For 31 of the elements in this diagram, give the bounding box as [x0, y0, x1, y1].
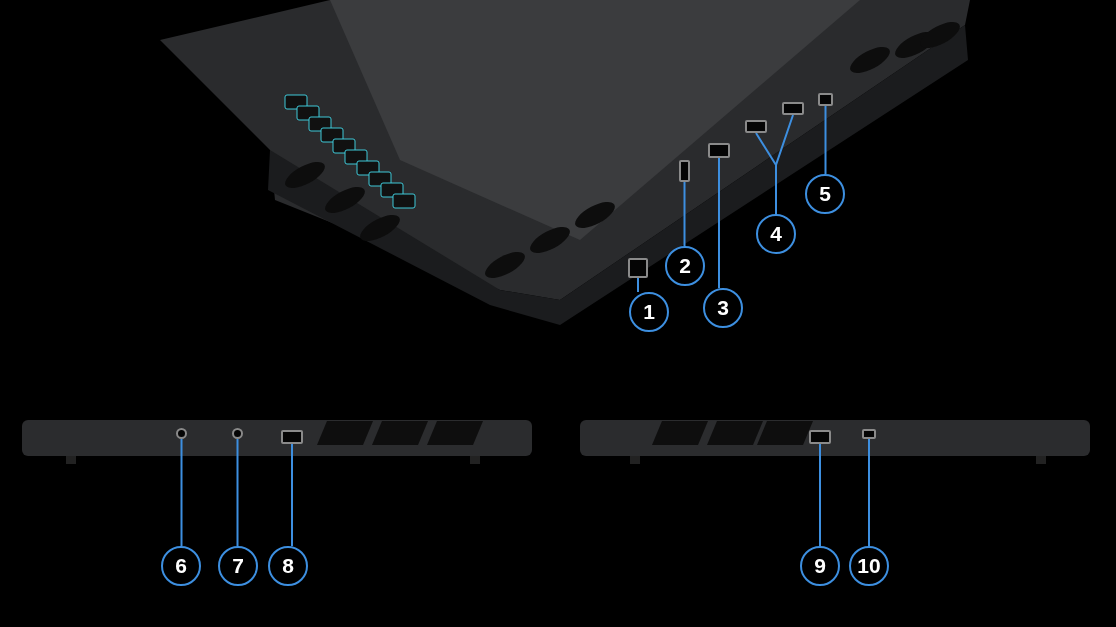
small-port	[232, 428, 243, 439]
leader-line	[236, 438, 239, 547]
usb-c-port	[679, 160, 690, 182]
leader-line	[180, 438, 183, 547]
usb-a-port	[281, 430, 303, 444]
leader-line	[824, 105, 827, 175]
usb-c-port	[862, 429, 876, 439]
usb-a-port	[745, 120, 767, 133]
callout-number: 1	[629, 292, 669, 332]
callout-number: 8	[268, 546, 308, 586]
callout-number: 9	[800, 546, 840, 586]
usb-a-port	[809, 430, 831, 444]
audio-jack	[176, 428, 187, 439]
callout-number: 3	[703, 288, 743, 328]
power-port	[818, 93, 833, 106]
leader-line	[718, 157, 720, 289]
leader-line	[819, 443, 821, 547]
usb-a-port	[782, 102, 804, 115]
leader-line	[683, 181, 686, 247]
callout-number: 2	[665, 246, 705, 286]
callout-number: 10	[849, 546, 889, 586]
callout-number: 5	[805, 174, 845, 214]
callout-number: 4	[756, 214, 796, 254]
leader-line	[637, 277, 639, 293]
leader-line	[775, 114, 794, 215]
ethernet-port	[628, 258, 648, 278]
leader-line	[291, 443, 293, 547]
leader-line	[868, 438, 870, 547]
hdmi-port	[708, 143, 730, 158]
callout-number: 6	[161, 546, 201, 586]
callout-number: 7	[218, 546, 258, 586]
